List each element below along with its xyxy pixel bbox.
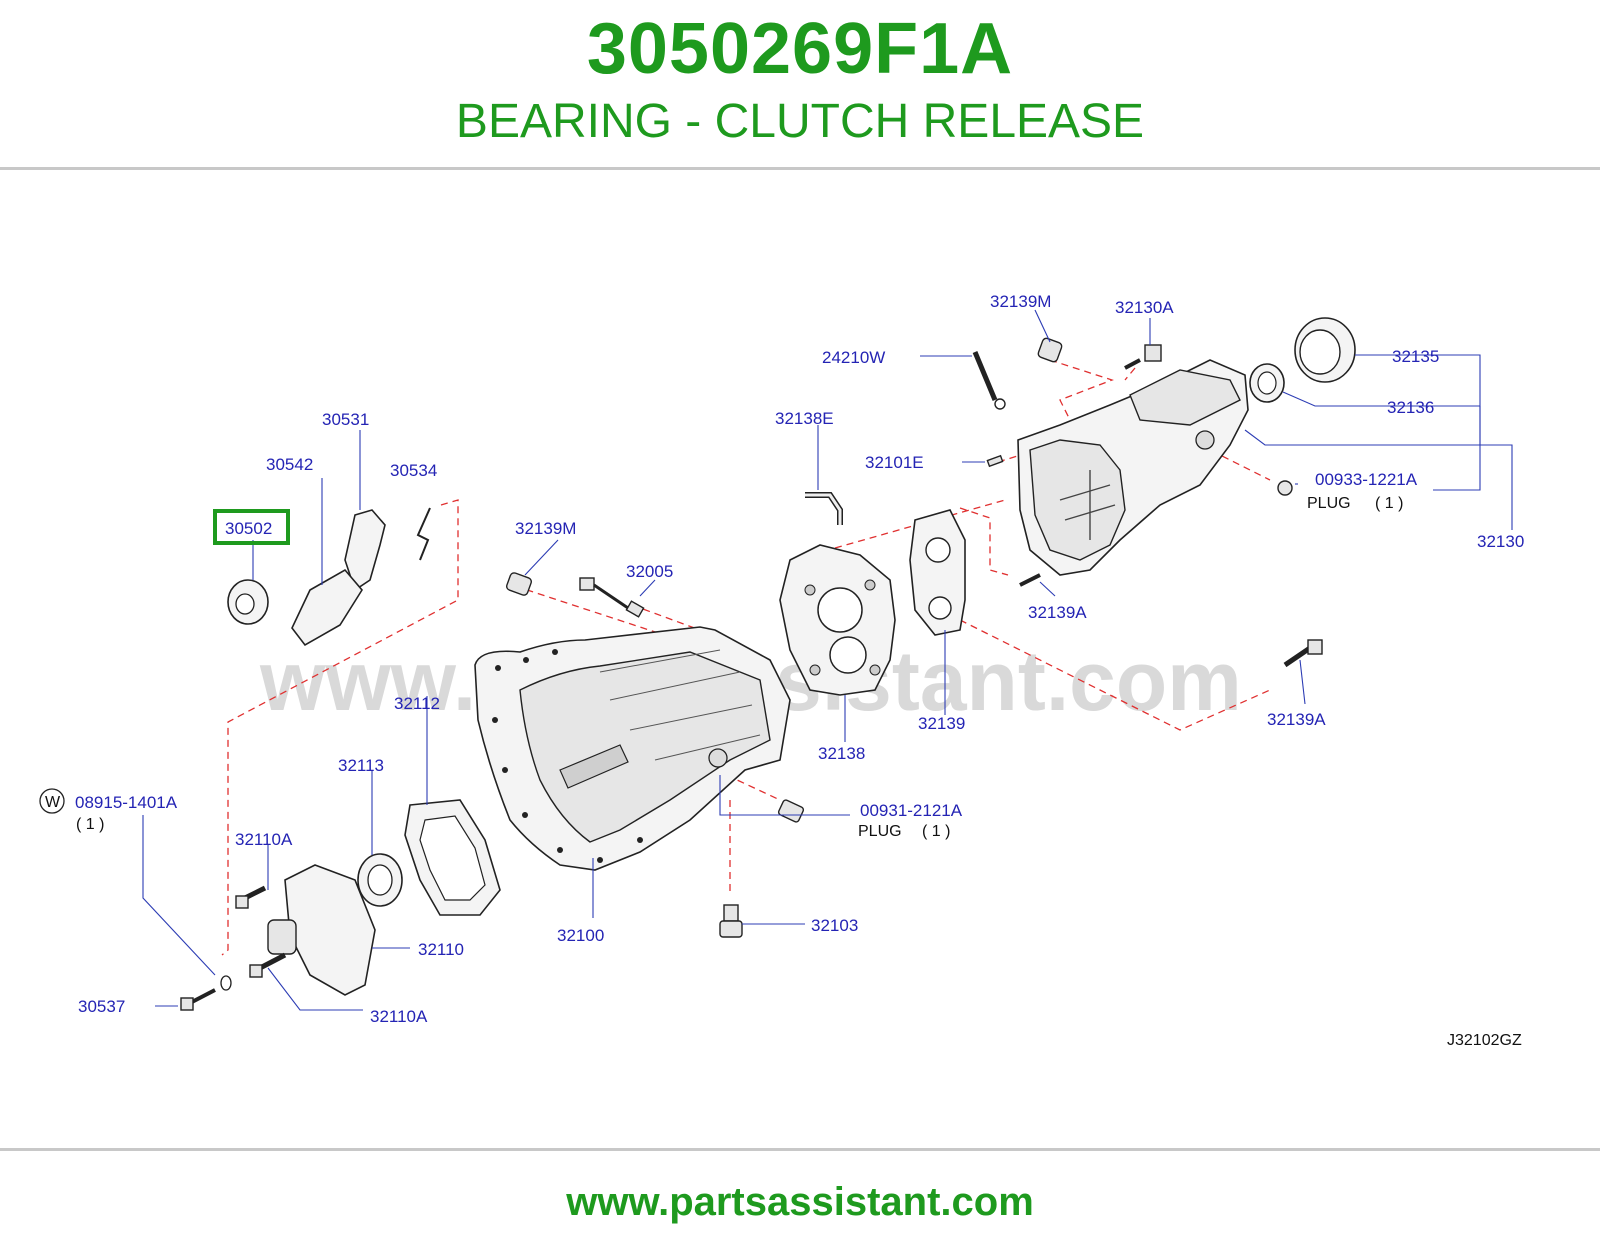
label-00933-1221A[interactable]: 00933-1221A [1315,470,1418,489]
label-30531[interactable]: 30531 [322,410,369,429]
label-32101E[interactable]: 32101E [865,453,924,472]
label-32100[interactable]: 32100 [557,926,604,945]
w-mark: W [45,794,61,811]
label-32103[interactable]: 32103 [811,916,858,935]
callout-labels: 32139M 32130A 24210W 32135 32136 32138E … [39,292,1524,1049]
footer-divider [0,1148,1600,1151]
label-32113[interactable]: 32113 [338,756,384,775]
label-32136[interactable]: 32136 [1387,398,1434,417]
label-30502[interactable]: 30502 [225,519,272,538]
front-cover-parts [180,799,501,1011]
label-30534[interactable]: 30534 [390,461,437,480]
label-00931-2121A[interactable]: 00931-2121A [860,801,963,820]
label-32139M-mid[interactable]: 32139M [515,519,576,538]
plug-label-b: PLUG [858,823,902,840]
label-24210W[interactable]: 24210W [822,348,885,367]
rear-bearing-32135 [1294,317,1356,383]
w-mark-circle [39,788,65,814]
header-divider [0,167,1600,170]
figure-code: J32102GZ [1447,1032,1522,1049]
part-description: BEARING - CLUTCH RELEASE [455,95,1145,148]
clutch-release-parts [227,507,431,647]
oil-seal-32136 [1249,363,1285,403]
footer-website-url[interactable]: www.partsassistant.com [566,1180,1034,1224]
transmission-case-32100 [474,626,791,871]
adapter-plate-32138 [779,544,896,696]
hardware-small-parts [506,337,1323,938]
label-32138E[interactable]: 32138E [775,409,834,428]
label-32139A-a[interactable]: 32139A [1028,603,1087,622]
page-header: 3050269F1A BEARING - CLUTCH RELEASE [0,0,1600,170]
leader-lines [142,309,1513,1011]
intermediate-plate-32139 [909,509,966,636]
label-32139M-top[interactable]: 32139M [990,292,1051,311]
label-32130[interactable]: 32130 [1477,532,1524,551]
label-30537[interactable]: 30537 [78,997,125,1016]
label-30542[interactable]: 30542 [266,455,313,474]
selected-part-highlight [213,509,290,545]
label-32135[interactable]: 32135 [1392,347,1439,366]
label-32005[interactable]: 32005 [626,562,673,581]
label-08915-qty: ( 1 ) [76,816,104,833]
label-32139A-b[interactable]: 32139A [1267,710,1326,729]
plug-qty-b: ( 1 ) [922,823,950,840]
label-32110A-a[interactable]: 32110A [235,830,293,849]
plug-qty-a: ( 1 ) [1375,495,1403,512]
plug-label-a: PLUG [1307,495,1351,512]
label-08915-1401A[interactable]: 08915-1401A [75,793,178,812]
label-32112[interactable]: 32112 [394,694,440,713]
part-number-title: 3050269F1A [586,9,1014,89]
label-32139[interactable]: 32139 [918,714,965,733]
label-32110[interactable]: 32110 [418,940,464,959]
rear-extension-housing-32130 [1017,359,1249,576]
label-32138[interactable]: 32138 [818,744,865,763]
label-32110A-b[interactable]: 32110A [370,1007,428,1026]
label-32130A[interactable]: 32130A [1115,298,1174,317]
exploded-parts-diagram: www.partsassistant.com [0,270,1600,1070]
